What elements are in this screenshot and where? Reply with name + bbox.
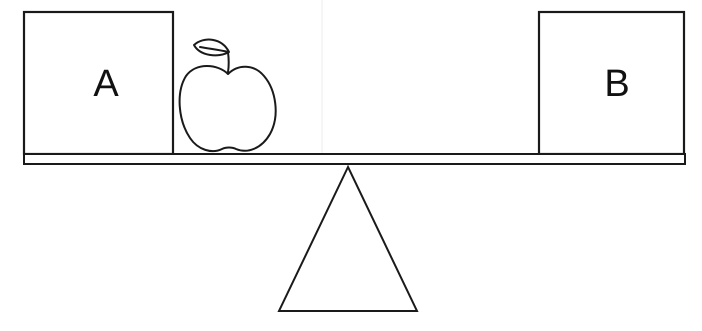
apple-body: [180, 66, 276, 151]
apple-icon: [180, 40, 276, 152]
fulcrum-triangle: [279, 167, 417, 311]
box-a-label: A: [93, 63, 119, 105]
box-b: B: [539, 12, 684, 154]
box-a: A: [24, 12, 173, 154]
apple-stem: [228, 52, 229, 72]
seesaw-plank: [24, 154, 685, 164]
box-b-label: B: [604, 63, 629, 105]
